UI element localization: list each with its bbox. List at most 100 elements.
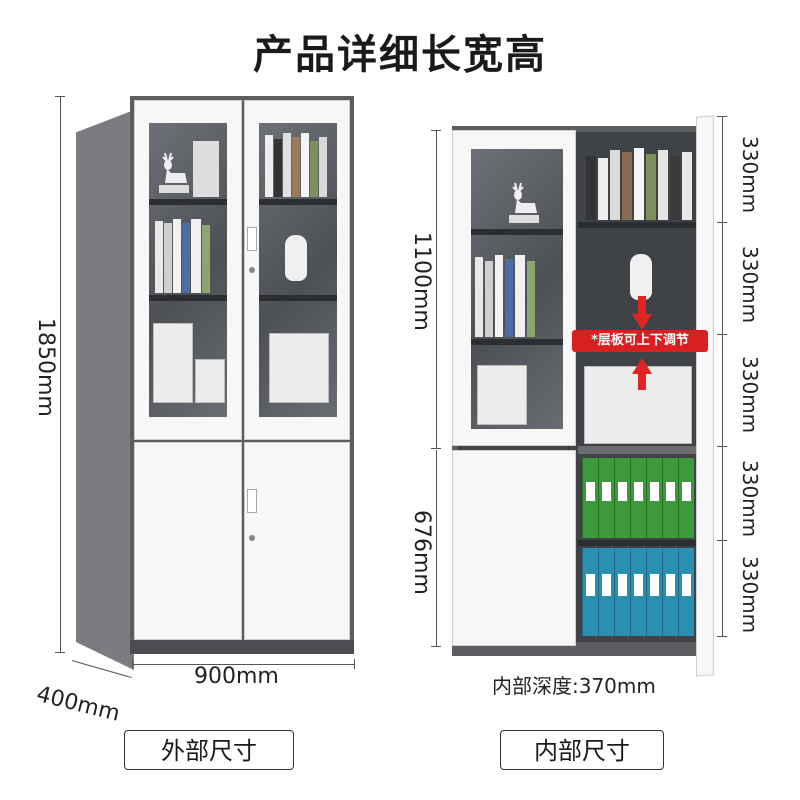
inner-depth-label: 内部深度:370mm — [492, 674, 656, 698]
shelf — [149, 199, 227, 205]
open-left-upper-door[interactable] — [452, 130, 576, 446]
binder — [614, 548, 630, 636]
open-left-lower-door[interactable] — [452, 450, 576, 646]
book — [527, 261, 535, 337]
shelf-gap-label: 330mm — [738, 246, 762, 324]
right-upper-door[interactable] — [244, 100, 350, 440]
binder — [662, 458, 678, 538]
book — [515, 255, 525, 337]
shelf-gap-label: 330mm — [738, 556, 762, 634]
dimension-tick — [717, 540, 727, 541]
shelf — [259, 199, 337, 205]
book — [193, 141, 219, 197]
shelf-gap-line — [722, 116, 723, 636]
cabinet-base — [130, 640, 354, 654]
book — [173, 219, 181, 293]
binder-label — [634, 574, 643, 596]
binder — [582, 458, 598, 538]
open-right-door-edge[interactable] — [696, 115, 714, 677]
width-dimension-line — [132, 664, 354, 665]
dimension-tick — [354, 659, 355, 669]
arrow-down-icon — [632, 314, 652, 330]
book — [658, 150, 668, 220]
door-handle[interactable] — [247, 489, 257, 513]
binder — [646, 458, 662, 538]
binder-label — [650, 574, 659, 596]
dimension-tick — [132, 659, 133, 669]
upper-height-label: 1100mm — [409, 232, 434, 331]
dimension-tick — [717, 446, 727, 447]
left-upper-door[interactable] — [134, 100, 242, 440]
shelf — [578, 222, 696, 228]
dimension-tick — [717, 116, 727, 117]
book — [202, 225, 210, 293]
book — [475, 257, 483, 337]
binder-label — [602, 482, 611, 502]
shelf-gap-label: 330mm — [738, 356, 762, 434]
binder — [630, 548, 646, 636]
shelf — [149, 295, 227, 301]
binder-label — [602, 574, 611, 596]
binder-label — [682, 574, 691, 596]
book — [586, 156, 596, 220]
book — [155, 221, 163, 293]
book — [301, 133, 309, 197]
book — [495, 255, 503, 337]
shelf-gap-label: 330mm — [738, 460, 762, 538]
book — [292, 137, 300, 197]
dimension-tick — [431, 448, 441, 449]
dimension-tick — [717, 636, 727, 637]
book — [634, 148, 644, 220]
binder — [646, 548, 662, 636]
book — [265, 135, 273, 197]
lower-height-label: 676mm — [409, 510, 434, 595]
binder-label — [618, 482, 627, 502]
deer-figurine-icon — [159, 152, 189, 193]
mask-sculpture-icon — [285, 235, 307, 281]
book — [283, 133, 291, 197]
binder — [630, 458, 646, 538]
storage-box — [153, 323, 193, 403]
mask-sculpture-icon — [630, 254, 652, 300]
binder-label — [618, 574, 627, 596]
upper-dimension-line — [436, 130, 437, 448]
book — [598, 158, 608, 220]
binder-label — [634, 482, 643, 502]
dimension-tick — [717, 222, 727, 223]
binder-label — [682, 482, 691, 502]
inner-dimensions-caption: 内部尺寸 — [500, 730, 664, 770]
cabinet-side-panel — [76, 110, 134, 670]
binder — [614, 458, 630, 538]
storage-box — [195, 359, 225, 403]
binder — [598, 458, 614, 538]
binder-label — [650, 482, 659, 502]
depth-label: 400mm — [33, 682, 123, 727]
binder-label — [586, 482, 595, 502]
shelf — [471, 339, 563, 345]
book — [646, 154, 656, 220]
book — [622, 152, 632, 220]
right-lower-door[interactable] — [244, 442, 350, 640]
dimension-tick — [55, 96, 65, 97]
glass-panel — [259, 123, 337, 417]
shelf-gap-label: 330mm — [738, 136, 762, 214]
storage-box — [269, 333, 329, 403]
door-handle[interactable] — [247, 227, 257, 251]
binder-label — [666, 574, 675, 596]
book — [319, 137, 327, 197]
shelf — [471, 229, 563, 235]
height-label: 1850mm — [33, 318, 58, 417]
book — [505, 259, 513, 337]
arrow-up-icon — [632, 358, 652, 374]
binder-label — [666, 482, 675, 502]
book — [164, 223, 172, 293]
glass-panel — [149, 123, 227, 417]
binder — [662, 548, 678, 636]
left-lower-door[interactable] — [134, 442, 242, 640]
height-dimension-line — [60, 96, 61, 652]
adjustable-shelf-badge: *层板可上下调节 — [572, 330, 708, 352]
binder — [678, 548, 694, 636]
dimension-tick — [431, 130, 441, 131]
book — [485, 261, 493, 337]
book — [191, 219, 201, 293]
